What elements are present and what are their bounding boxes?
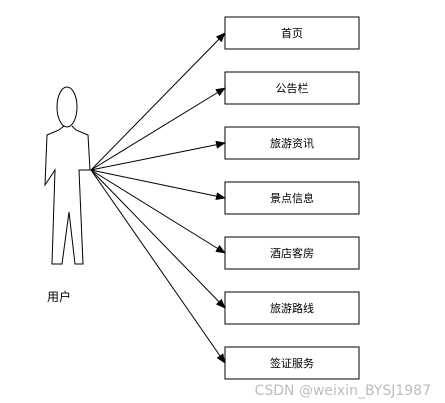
association-arrow [90, 169, 226, 364]
use-case-box: 景点信息 [224, 181, 360, 215]
association-arrows [90, 32, 226, 364]
use-case-rect [224, 291, 360, 325]
actor-head [56, 86, 78, 128]
use-case-label: 签证服务 [270, 356, 314, 370]
actor-body [44, 125, 91, 265]
association-arrow [90, 87, 226, 171]
use-case-label: 景点信息 [270, 191, 314, 205]
use-case-rect [224, 16, 360, 50]
use-case-label: 首页 [281, 26, 303, 40]
use-case-rect [224, 346, 360, 380]
use-case-label: 旅游路线 [270, 301, 314, 315]
association-arrow [90, 169, 226, 201]
stick-figure-icon [44, 86, 91, 265]
use-case-rect [224, 181, 360, 215]
use-case-box: 首页 [224, 16, 360, 50]
use-case-box: 酒店客房 [224, 236, 360, 270]
use-case-box: 旅游资讯 [224, 126, 360, 160]
association-arrow [90, 140, 226, 171]
association-arrow [90, 169, 226, 254]
use-case-rect [224, 71, 360, 105]
use-case-box: 公告栏 [224, 71, 360, 105]
use-case-rect [224, 126, 360, 160]
actor-label: 用户 [47, 289, 71, 304]
association-arrow [90, 169, 226, 309]
use-case-box: 签证服务 [224, 346, 360, 380]
use-case-label: 公告栏 [276, 81, 309, 95]
use-case-label: 酒店客房 [270, 246, 314, 260]
watermark: CSDN @weixin_BYSJ1987 [254, 383, 431, 399]
use-case-box: 旅游路线 [224, 291, 360, 325]
use-case-rect [224, 236, 360, 270]
use-case-label: 旅游资讯 [270, 136, 314, 150]
association-arrow [90, 32, 226, 171]
